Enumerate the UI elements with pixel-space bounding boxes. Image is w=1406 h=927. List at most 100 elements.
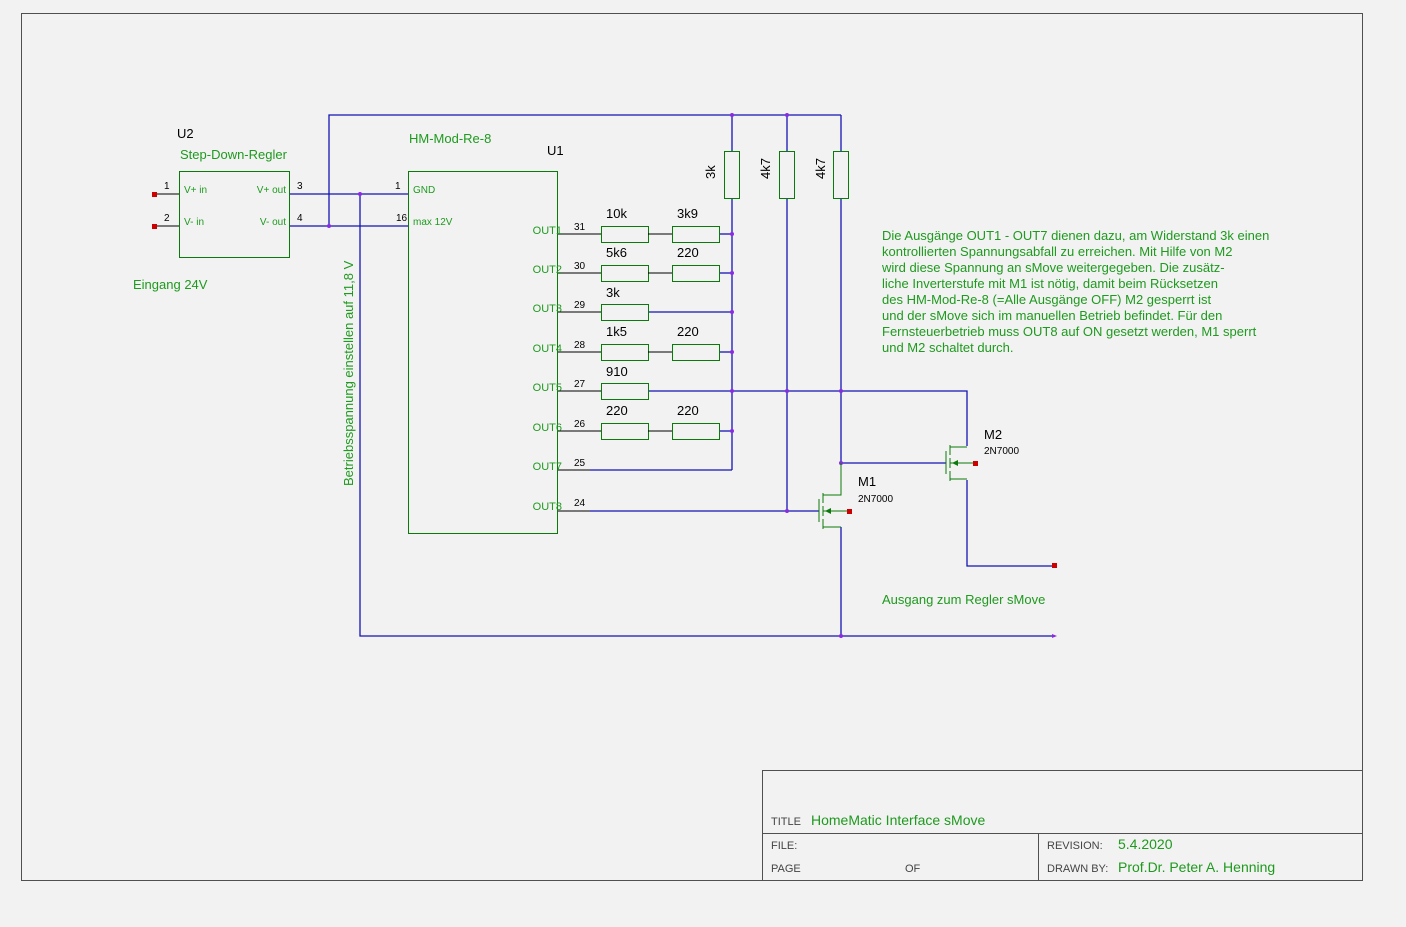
m2-arrow: [952, 460, 958, 466]
out1-pin: 31: [574, 222, 586, 233]
u2-pin3-label: V+ out: [257, 185, 286, 196]
of-key: OF: [905, 863, 921, 875]
resistor-3k-vertical: [724, 151, 740, 199]
r2b-value: 220: [677, 245, 699, 260]
junction: [730, 113, 734, 117]
junction: [730, 232, 734, 236]
rv3-value: 4k7: [813, 158, 828, 179]
out5-pin: 27: [574, 379, 586, 390]
junction: [730, 310, 734, 314]
out8-pin: 24: [574, 498, 586, 509]
wires: [290, 114, 1055, 637]
output-label: Ausgang zum Regler sMove: [882, 592, 1045, 607]
out3-pin: 29: [574, 300, 586, 311]
file-key: FILE:: [771, 840, 797, 852]
resistor-r6b: [672, 423, 720, 440]
u2-pin2-label: V- in: [184, 217, 204, 228]
description-line: und M2 schaltet durch.: [882, 340, 1014, 355]
u2-ref: U2: [177, 126, 194, 141]
m1-ref: M1: [858, 474, 876, 489]
junction: [785, 509, 789, 513]
top-rail-wire: [328, 114, 841, 226]
description-line: Fernsteuerbetrieb muss OUT8 auf ON geset…: [882, 324, 1257, 339]
u2-pin4-num: 4: [297, 213, 303, 224]
junction: [785, 113, 789, 117]
out2-pin: 30: [574, 261, 586, 272]
resistor-r2a: [601, 265, 649, 282]
u1-pin-gnd-label: GND: [413, 185, 435, 196]
m2-bulk-pin: [973, 461, 978, 466]
title-block-frame: [762, 770, 1363, 881]
m1-arrow: [825, 508, 831, 514]
out6-pin: 26: [574, 419, 586, 430]
r1a-value: 10k: [606, 206, 627, 221]
junctions: [327, 113, 843, 638]
description-line: des HM-Mod-Re-8 (=Alle Ausgänge OFF) M2 …: [882, 292, 1211, 307]
title-block: TITLE HomeMatic Interface sMove FILE: PA…: [762, 770, 1363, 881]
rv2-value: 4k7: [758, 158, 773, 179]
sheet-border: [21, 13, 1363, 881]
u2-pin1-num: 1: [164, 181, 170, 192]
resistor-r5: [601, 383, 649, 400]
resistor-r2b: [672, 265, 720, 282]
r6a-value: 220: [606, 403, 628, 418]
description-line: wird diese Spannung an sMove weitergegeb…: [881, 260, 1225, 275]
r4a-value: 1k5: [606, 324, 627, 339]
r1b-value: 3k9: [677, 206, 698, 221]
r6b-value: 220: [677, 403, 699, 418]
junction: [730, 389, 734, 393]
revision-value: 5.4.2020: [1118, 836, 1173, 852]
m2-source-wire: [966, 480, 1055, 567]
u2-regulator: 1 2 V+ in V- in 3 4 V+ out V- out U2 Ste…: [133, 126, 303, 292]
u1-pin-vcc-num: 16: [396, 213, 408, 224]
resistor-4k7-b: [833, 151, 849, 199]
u2-pin3-num: 3: [297, 181, 303, 192]
u2-pin4-label: V- out: [260, 217, 286, 228]
rv1-value: 3k: [703, 165, 718, 179]
drawing-title: HomeMatic Interface sMove: [811, 812, 985, 828]
junction: [839, 634, 843, 638]
supply-voltage-label: Betriebsspannung einstellen auf 11,8 V: [341, 260, 356, 486]
u1-name: HM-Mod-Re-8: [409, 131, 491, 146]
u1-relay-module: U1 HM-Mod-Re-8 1 16 GND max 12V OUT1 OUT…: [395, 131, 601, 534]
junction: [785, 389, 789, 393]
junction: [327, 224, 331, 228]
description-line: liche Inverterstufe mit M1 ist nötig, da…: [882, 276, 1218, 291]
resistor-r6a: [601, 423, 649, 440]
series-resistors: 10k 3k9 5k6 220 3k 1k5 220 910 220 220: [601, 206, 720, 440]
out2-label: OUT2: [533, 264, 562, 276]
vertical-resistors: 3k 4k7 4k7: [703, 151, 849, 199]
title-key: TITLE: [771, 816, 801, 828]
u1-pin-vcc-label: max 12V: [413, 217, 453, 228]
page-key: PAGE: [771, 863, 801, 875]
junction: [730, 271, 734, 275]
junction: [839, 389, 843, 393]
description-line: und der sMove sich im manuellen Betrieb …: [882, 308, 1222, 323]
description-block: Die Ausgänge OUT1 - OUT7 dienen dazu, am…: [881, 228, 1269, 355]
out3-label: OUT3: [533, 303, 562, 315]
u2-pin2-num: 2: [164, 213, 170, 224]
m1-drain: [823, 463, 842, 496]
resistor-r4b: [672, 344, 720, 361]
out4-label: OUT4: [533, 343, 562, 355]
r5-value: 910: [606, 364, 628, 379]
input-label: Eingang 24V: [133, 277, 208, 292]
m1-bulk-pin: [847, 509, 852, 514]
r3-value: 3k: [606, 285, 620, 300]
u1-pin-gnd-num: 1: [395, 181, 401, 192]
drawn-by-key: DRAWN BY:: [1047, 863, 1108, 875]
m1-type: 2N7000: [858, 494, 893, 505]
junction: [358, 192, 362, 196]
u2-pin1-end: [152, 192, 157, 197]
resistor-r1a: [601, 226, 649, 243]
description-line: Die Ausgänge OUT1 - OUT7 dienen dazu, am…: [882, 228, 1269, 243]
output-terminal-ground: [1052, 634, 1057, 638]
u1-ref: U1: [547, 143, 564, 158]
m2-type: 2N7000: [984, 446, 1019, 457]
m2-mosfet: M2 2N7000: [945, 427, 1019, 481]
bottom-rail-wire: [359, 194, 1055, 637]
u2-name: Step-Down-Regler: [180, 147, 288, 162]
description-line: kontrollierten Spannungsabfall zu erreic…: [882, 244, 1232, 259]
drawn-by-value: Prof.Dr. Peter A. Henning: [1118, 859, 1275, 875]
